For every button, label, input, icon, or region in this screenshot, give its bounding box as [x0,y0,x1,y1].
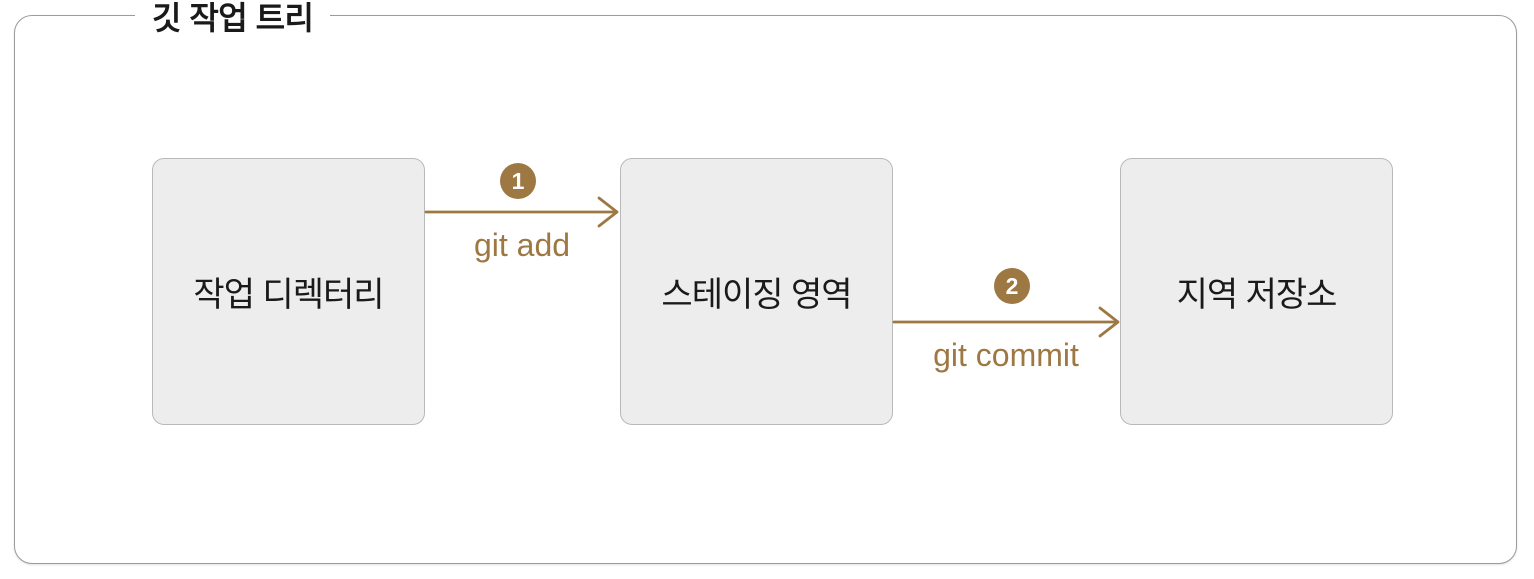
step-1-badge: 1 [500,163,536,199]
node-staging-area: 스테이징 영역 [620,158,893,425]
step-2-badge: 2 [994,268,1030,304]
git-add-label: git add [473,227,571,263]
step-1-number: 1 [511,167,525,194]
node-working-directory-label: 작업 디렉터리 [193,276,384,314]
node-staging-area-label: 스테이징 영역 [661,276,852,314]
git-commit-label: git commit [933,337,1079,373]
diagram-title: 깃 작업 트리 [135,0,331,38]
node-local-repository-label: 지역 저장소 [1176,276,1338,314]
node-working-directory: 작업 디렉터리 [152,158,425,425]
node-local-repository: 지역 저장소 [1120,158,1393,425]
step-2-number: 2 [1005,272,1019,299]
